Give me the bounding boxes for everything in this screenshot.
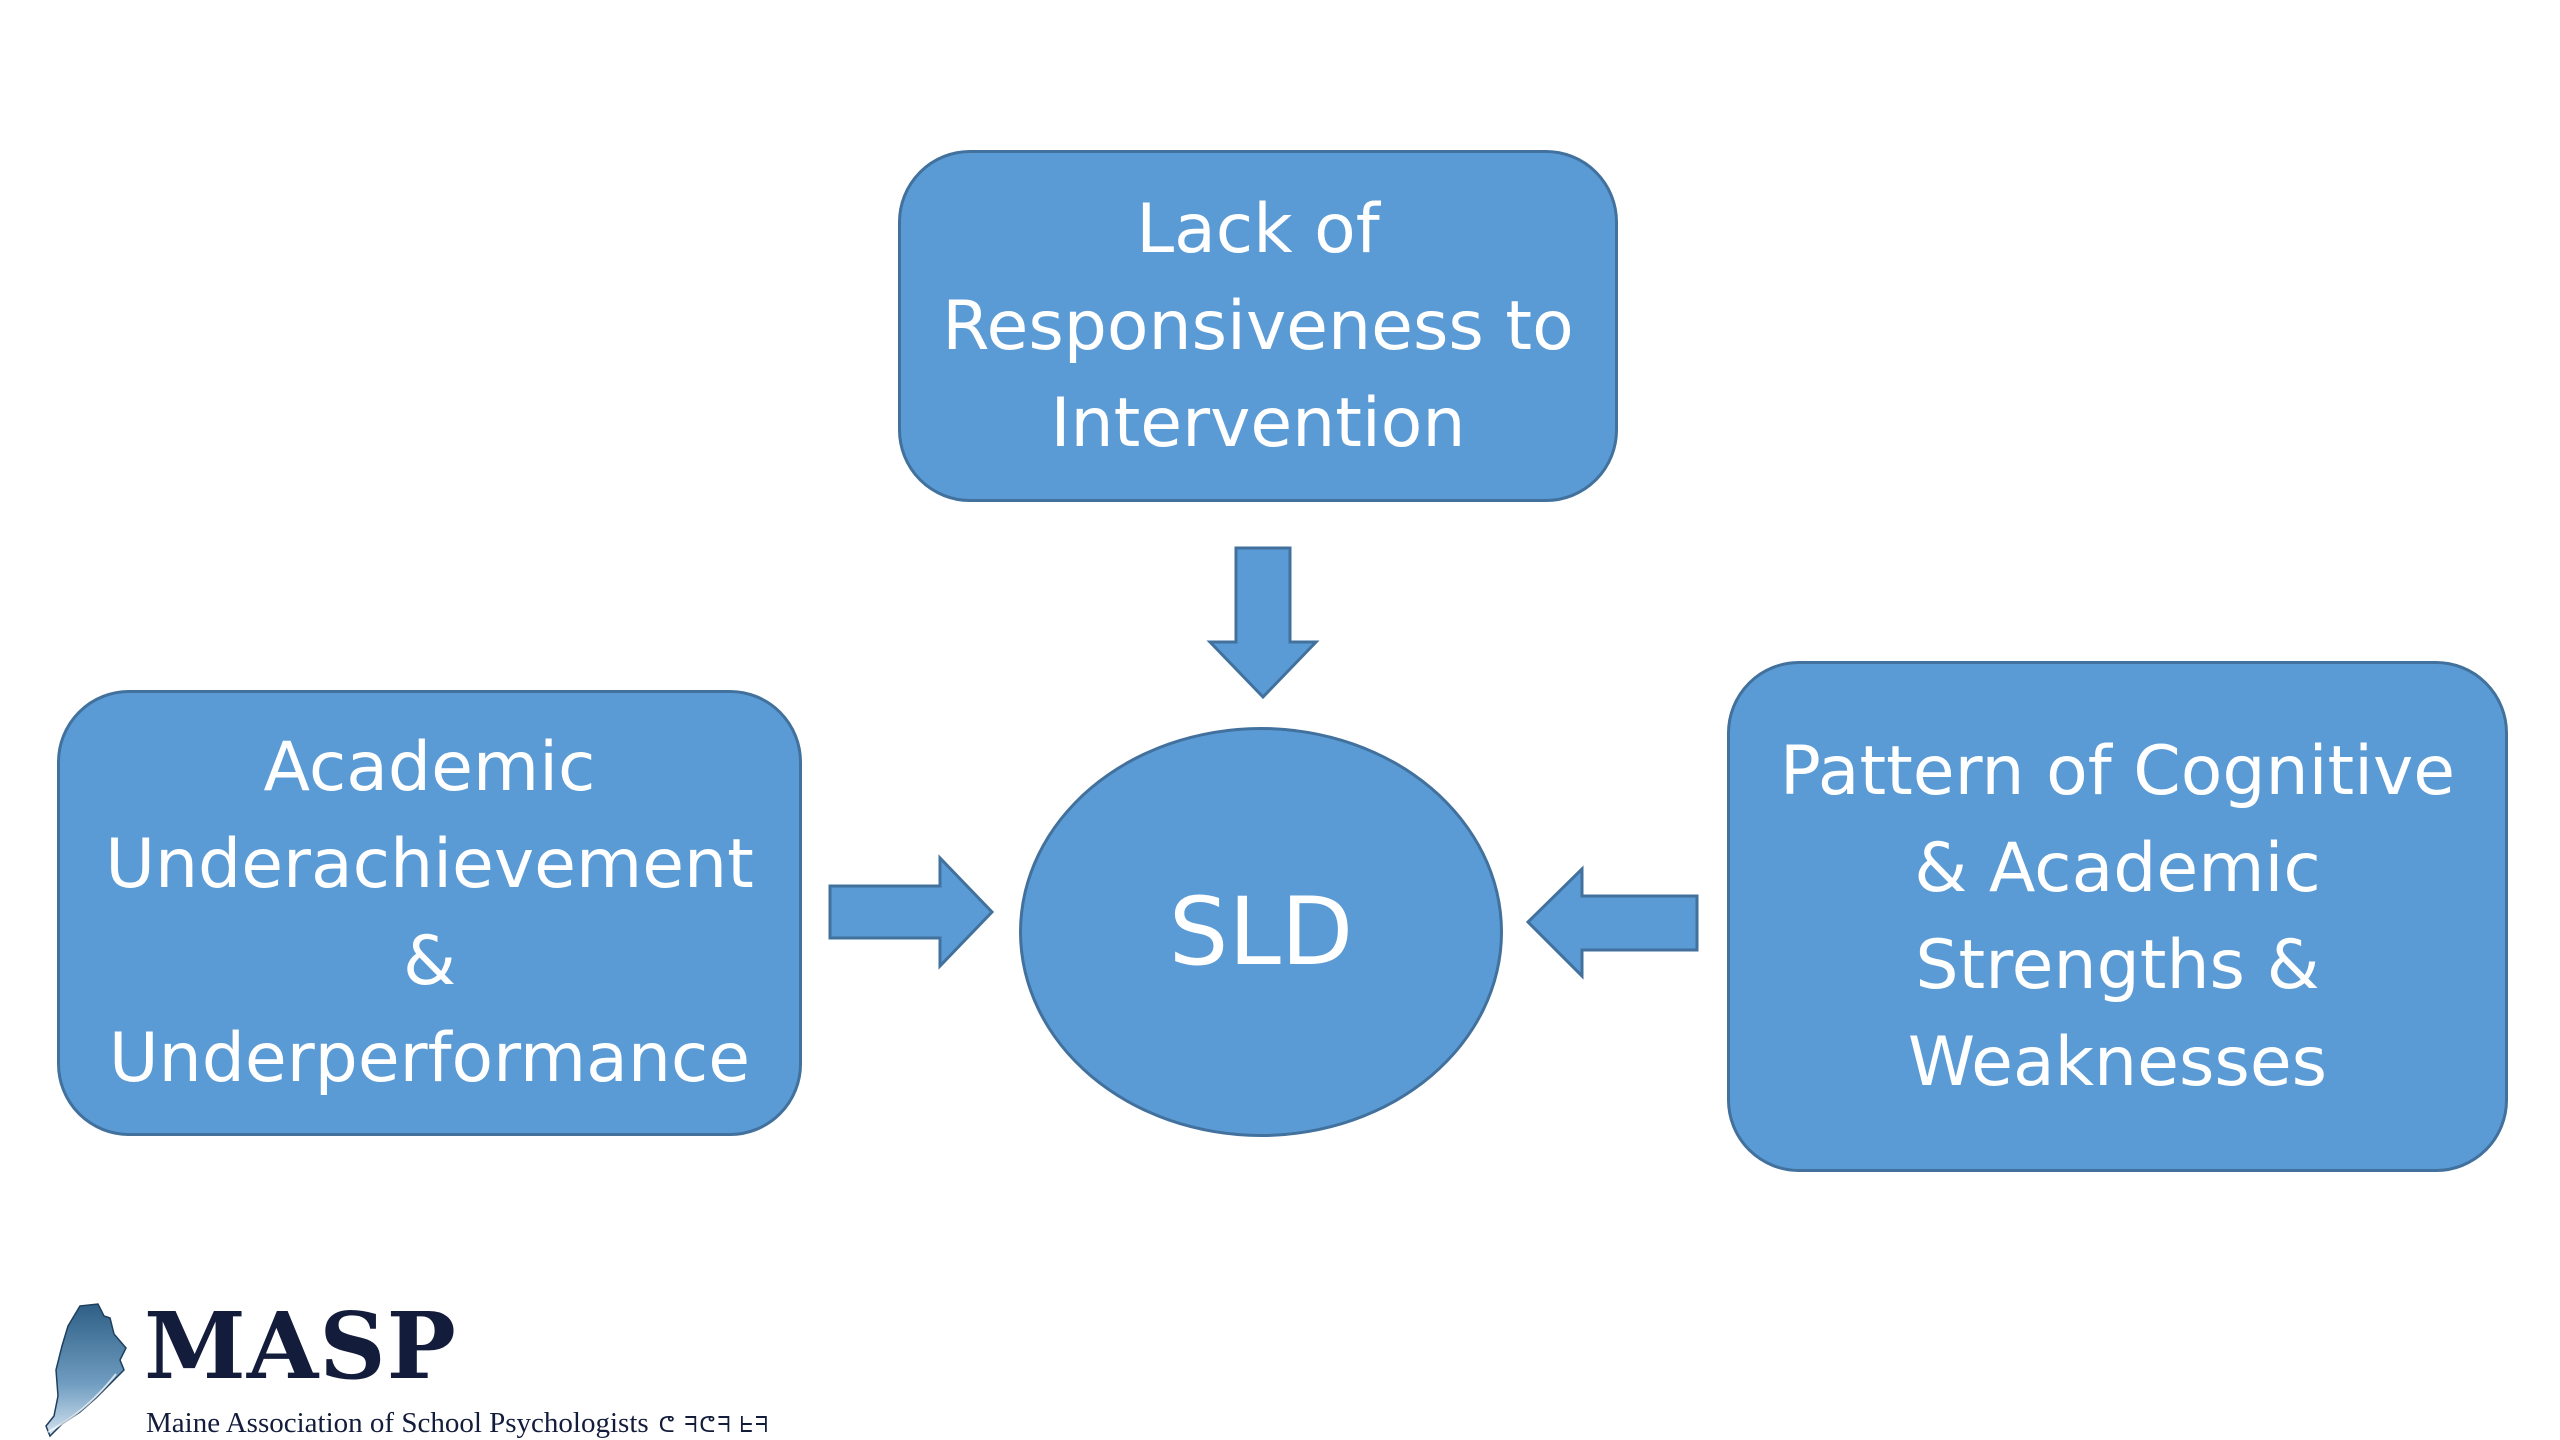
arrow-right [828,854,995,970]
lack-of-responsiveness-box: Lack of Responsiveness to Intervention [898,150,1618,502]
maine-map-icon [45,1303,127,1438]
masp-logo: MASP Maine Association of School Psychol… [40,1296,1000,1440]
logo-title: MASP [144,1292,457,1400]
logo-subtitle: Maine Association of School Psychologist… [146,1406,770,1440]
box-line: Intervention [1050,383,1466,463]
box-line: Underperformance [108,1019,751,1098]
box-line: Underachievement [105,825,754,904]
box-line: Lack of [1136,189,1380,269]
logo-decorative-glyphs: ᕦ ᖷᕦᖷ ᖶᖷ [658,1412,770,1437]
academic-underachievement-box: Academic Underachievement & Underperform… [57,690,802,1136]
sld-label: SLD [1168,877,1354,987]
box-line: Academic [263,728,596,807]
box-line: & Academic [1914,828,2321,908]
arrow-down [1206,546,1320,700]
arrow-left [1525,865,1699,980]
sld-ellipse: SLD [1019,727,1503,1137]
box-line: Pattern of Cognitive [1779,731,2456,811]
box-line: Responsiveness to [942,286,1574,366]
box-line: Weaknesses [1907,1022,2328,1102]
cognitive-pattern-box: Pattern of Cognitive & Academic Strength… [1727,661,2508,1172]
box-line: Strengths & [1915,925,2320,1005]
box-line: & [402,922,457,1001]
logo-subtitle-text: Maine Association of School Psychologist… [146,1407,649,1439]
